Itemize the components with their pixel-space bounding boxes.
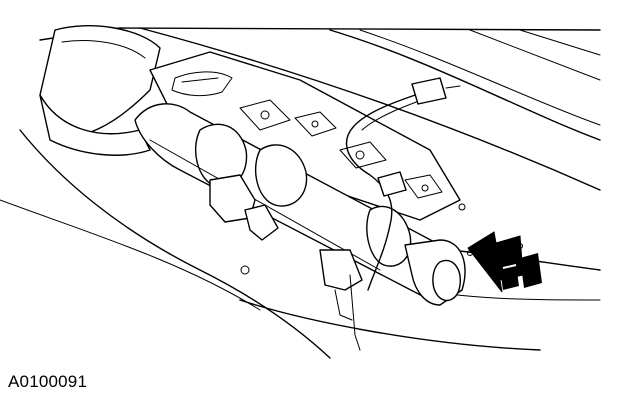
- figure-id-label: A0100091: [8, 372, 88, 391]
- retaining-clips: [209, 174, 363, 351]
- direction-arrow: [467, 231, 542, 293]
- inflator-cylinder: [134, 103, 466, 306]
- wiring-harness: [345, 77, 461, 291]
- a-pillar-trim: [39, 25, 161, 156]
